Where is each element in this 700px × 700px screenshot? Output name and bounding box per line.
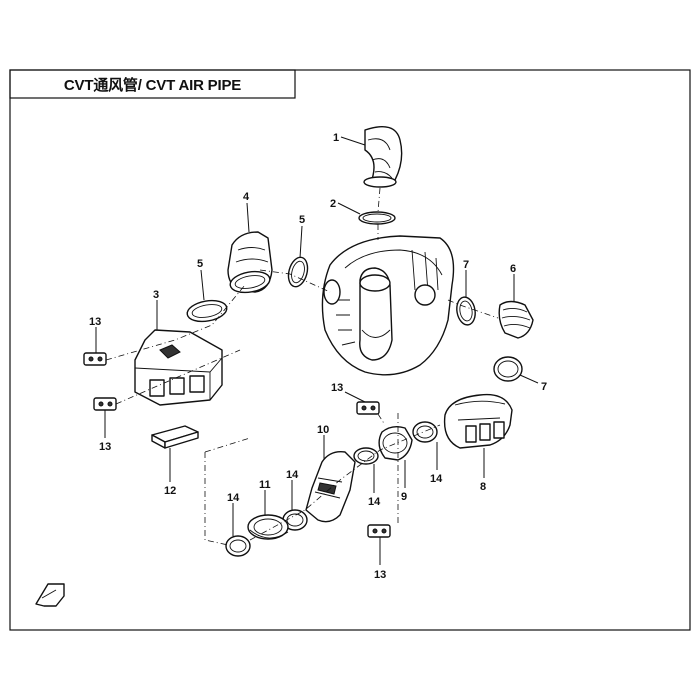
- part-6-bellows-hose: [498, 300, 534, 339]
- part-5-clamp-right: [287, 256, 309, 288]
- callout-7-upper: 7: [463, 259, 469, 271]
- callout-1: 1: [333, 132, 339, 144]
- callout-14-right: 14: [430, 473, 443, 485]
- assembly-centerlines: [105, 187, 499, 546]
- callout-13-lower-left: 13: [99, 441, 111, 453]
- part-14-clamp-right: [412, 421, 438, 443]
- part-3-air-box: [134, 329, 223, 406]
- part-10-bent-tube: [305, 451, 356, 523]
- callout-7-lower: 7: [541, 381, 547, 393]
- callout-8: 8: [480, 481, 486, 493]
- callout-9: 9: [401, 491, 407, 503]
- callout-13-center-lower: 13: [374, 569, 386, 581]
- diagram-border: [9, 69, 691, 631]
- part-13-fastener-upper-left: [83, 352, 107, 366]
- callout-6: 6: [510, 263, 516, 275]
- part-13-fastener-center-lower: [367, 524, 391, 538]
- part-4-elbow-duct: [227, 231, 273, 294]
- callout-5-right: 5: [299, 214, 305, 226]
- callout-14-center: 14: [368, 496, 381, 508]
- callout-14-left: 14: [227, 492, 240, 504]
- callout-13-upper-left: 13: [89, 316, 101, 328]
- page-title: CVT通风管/ CVT AIR PIPE: [63, 76, 242, 94]
- callout-11: 11: [259, 479, 271, 491]
- callout-4: 4: [243, 191, 250, 203]
- callout-3: 3: [153, 289, 159, 301]
- cvt-cover-housing: [321, 235, 455, 376]
- callout-14-mid: 14: [286, 469, 299, 481]
- callout-13-center-upper: 13: [331, 382, 343, 394]
- leader-lines: [95, 136, 539, 565]
- part-8-elbow-duct: [443, 393, 513, 449]
- fwd-arrow-icon: [35, 583, 65, 607]
- callout-12: 12: [164, 485, 176, 497]
- part-9-coupler: [378, 425, 413, 461]
- part-14-clamp-center: [353, 447, 379, 465]
- part-7-clamp-lower: [493, 356, 523, 382]
- callout-2: 2: [330, 198, 336, 210]
- part-7-clamp-upper: [456, 296, 476, 326]
- part-1-elbow-pipe: [363, 126, 403, 188]
- part-5-clamp-left: [186, 299, 228, 323]
- part-12-filter-pad: [151, 425, 199, 449]
- title-box: CVT通风管/ CVT AIR PIPE: [10, 70, 295, 98]
- callout-5-left: 5: [197, 258, 203, 270]
- part-14-clamp-left: [225, 535, 251, 557]
- title-box-border: [9, 69, 296, 99]
- part-13-fastener-center-upper: [356, 401, 380, 415]
- callout-10: 10: [317, 424, 329, 436]
- callout-labels: 1 2 4 5 5 3 7 6 7 13 13 12 13 13 14 8 9 …: [89, 132, 547, 581]
- part-13-fastener-lower-left: [93, 397, 117, 411]
- part-2-clamp-ring: [358, 211, 396, 225]
- part-11-oval-coupler: [247, 514, 289, 540]
